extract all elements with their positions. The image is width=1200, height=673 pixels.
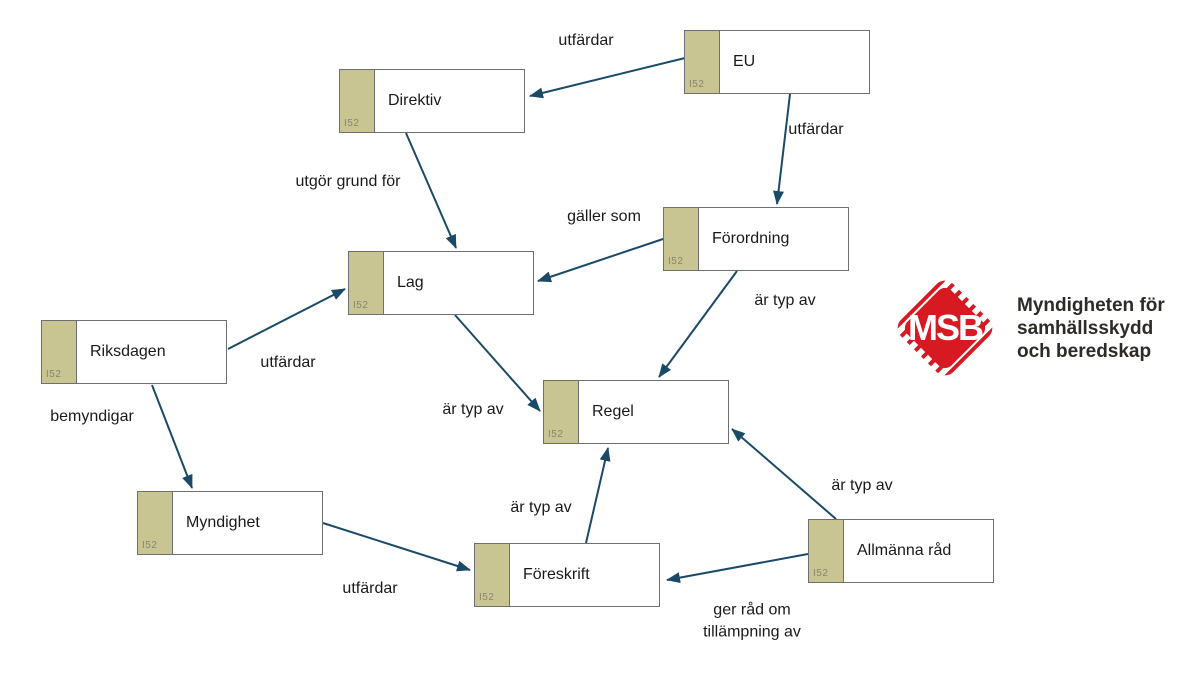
- edge-label-forordning-to-regel: är typ av: [754, 292, 816, 310]
- edge-forordning-to-lag: [537, 238, 664, 283]
- msb-logo-icon: MSB: [892, 275, 998, 381]
- node-label-myndighet: Myndighet: [186, 514, 260, 531]
- edge-lag-to-regel: [454, 314, 541, 412]
- node-tab-label: I52: [689, 79, 705, 90]
- node-eu: I52 EU: [684, 30, 870, 94]
- node-tab-label: I52: [668, 256, 684, 267]
- node-tab-label: I52: [142, 540, 158, 551]
- node-tab-myndighet: I52: [138, 492, 173, 554]
- node-direktiv: I52 Direktiv: [339, 69, 525, 133]
- node-tab-label: I52: [46, 369, 62, 380]
- node-tab-lag: I52: [349, 252, 384, 314]
- edge-label-allmanna-rad-to-foreskrift: ger råd om tillämpning av: [703, 601, 801, 640]
- edge-label-allmanna-rad-to-regel: är typ av: [831, 477, 893, 495]
- msb-logo-name-line: Myndigheten för: [1017, 294, 1165, 316]
- edge-myndighet-to-foreskrift: [322, 522, 471, 572]
- node-tab-eu: I52: [685, 31, 720, 93]
- edge-label-myndighet-to-foreskrift: utfärdar: [342, 580, 398, 598]
- node-tab-label: I52: [813, 568, 829, 579]
- edge-riksdagen-to-myndighet: [151, 384, 193, 489]
- node-label-regel: Regel: [592, 403, 634, 420]
- node-label-lag: Lag: [397, 274, 424, 291]
- node-riksdagen: I52 Riksdagen: [41, 320, 227, 384]
- edge-label-foreskrift-to-regel: är typ av: [510, 499, 572, 517]
- edge-allmanna-rad-to-foreskrift: [666, 553, 809, 584]
- msb-logo-name: Myndigheten för samhällsskydd och bereds…: [1017, 294, 1165, 363]
- node-label-riksdagen: Riksdagen: [90, 343, 166, 360]
- msb-logo: MSB Myndigheten för samhällsskydd och be…: [892, 275, 1165, 381]
- edge-label-lag-to-regel: är typ av: [442, 401, 504, 419]
- edge-eu-to-direktiv: [529, 57, 686, 99]
- edge-label-direktiv-to-lag: utgör grund för: [295, 173, 401, 191]
- node-tab-label: I52: [548, 429, 564, 440]
- edge-direktiv-to-lag: [405, 132, 457, 249]
- msb-logo-name-line: och beredskap: [1017, 340, 1152, 362]
- node-allmanna-rad: I52 Allmänna råd: [808, 519, 994, 583]
- edge-label-riksdagen-to-lag: utfärdar: [260, 354, 316, 372]
- node-regel: I52 Regel: [543, 380, 729, 444]
- msb-logo-abbr: MSB: [908, 307, 984, 348]
- node-tab-riksdagen: I52: [42, 321, 77, 383]
- node-tab-forordning: I52: [664, 208, 699, 270]
- node-label-foreskrift: Föreskrift: [523, 566, 590, 583]
- node-tab-direktiv: I52: [340, 70, 375, 132]
- node-lag: I52 Lag: [348, 251, 534, 315]
- node-label-allmanna-rad: Allmänna råd: [857, 542, 952, 559]
- edge-label-eu-to-direktiv: utfärdar: [558, 32, 614, 50]
- node-tab-label: I52: [344, 118, 360, 129]
- node-tab-foreskrift: I52: [475, 544, 510, 606]
- edge-foreskrift-to-regel: [585, 447, 611, 544]
- edge-forordning-to-regel: [658, 270, 738, 378]
- node-foreskrift: I52 Föreskrift: [474, 543, 660, 607]
- node-label-forordning: Förordning: [712, 230, 790, 247]
- msb-logo-name-line: samhällsskydd: [1017, 317, 1154, 339]
- edge-riksdagen-to-lag: [227, 288, 346, 350]
- node-myndighet: I52 Myndighet: [137, 491, 323, 555]
- node-tab-regel: I52: [544, 381, 579, 443]
- node-tab-label: I52: [479, 592, 495, 603]
- edge-label-forordning-to-lag: gäller som: [567, 208, 641, 226]
- edge-label-eu-to-forordning: utfärdar: [788, 121, 844, 139]
- node-forordning: I52 Förordning: [663, 207, 849, 271]
- node-label-eu: EU: [733, 53, 756, 70]
- node-label-direktiv: Direktiv: [388, 92, 442, 109]
- node-tab-label: I52: [353, 300, 369, 311]
- node-tab-allmanna-rad: I52: [809, 520, 844, 582]
- edge-allmanna-rad-to-regel: [731, 428, 837, 520]
- edge-label-riksdagen-to-myndighet: bemyndigar: [50, 408, 134, 426]
- edge-eu-to-forordning: [773, 93, 791, 205]
